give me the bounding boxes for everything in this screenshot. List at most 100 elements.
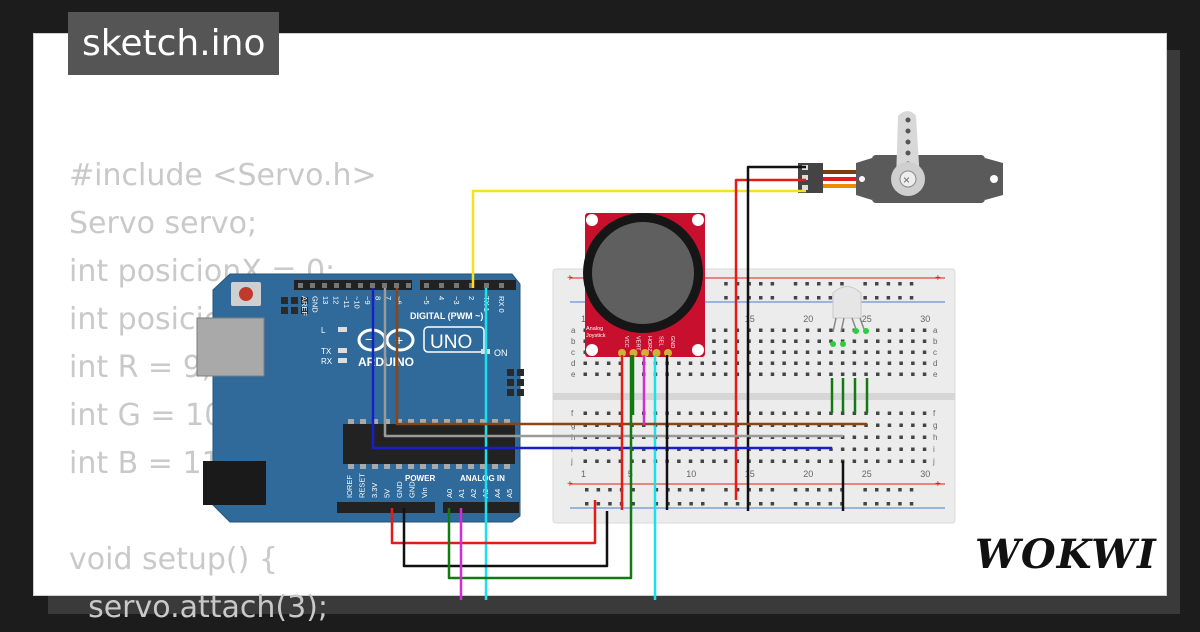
breadboard-hole (876, 423, 880, 427)
breadboard-hole (899, 339, 903, 343)
chip-pin (348, 419, 354, 424)
joystick-pin-label: HORZ (646, 336, 652, 352)
header-pin (382, 283, 387, 288)
chip-pin (456, 419, 462, 424)
wire-pin10 (383, 288, 843, 438)
chip-pin (408, 464, 414, 469)
rail-hole (585, 502, 589, 506)
led-dome (832, 286, 862, 319)
rail-hole (863, 282, 867, 286)
servo-motor: × (798, 111, 1003, 203)
breadboard-hole (606, 372, 611, 376)
rail-hole (898, 296, 902, 300)
row-letter: d (933, 359, 937, 368)
analog-pin-label: A5 (505, 489, 514, 498)
chip-pin (432, 464, 438, 469)
rail-hole (875, 488, 879, 492)
rail-hole (793, 502, 798, 506)
icsp2-pin (517, 389, 524, 396)
rail-hole (654, 502, 659, 506)
breadboard-hole (922, 350, 927, 354)
reset-button-cap (239, 287, 253, 301)
header-pin (484, 283, 489, 288)
breadboard-hole (712, 361, 716, 365)
rail-hole (770, 488, 775, 492)
top-pin-label: 7 (384, 296, 393, 300)
rail-hole (735, 296, 740, 300)
breadboard-hole (770, 411, 775, 415)
analog-pin-label: A4 (493, 489, 502, 498)
breadboard-hole (735, 328, 740, 332)
breadboard-hole (911, 459, 915, 463)
analog-header (443, 502, 519, 513)
header-pin (454, 283, 459, 288)
breadboard-hole (782, 361, 786, 365)
rail-hole (724, 282, 728, 286)
joystick-pin-label: VCC (623, 336, 629, 348)
breadboard-hole (840, 447, 845, 451)
analog-label: ANALOG IN (460, 474, 505, 483)
analog-pin-label: A1 (457, 489, 466, 498)
breadboard-hole (735, 411, 740, 415)
breadboard-hole (876, 447, 880, 451)
rail-plus-label: + (935, 273, 941, 284)
power-header (337, 502, 435, 513)
digital-header-right (420, 280, 516, 290)
breadboard-hole (770, 328, 775, 332)
top-pin-label: 13 (321, 296, 330, 304)
breadboard-hole (794, 459, 798, 463)
joystick-label: Joystick (586, 333, 606, 339)
icsp2-pin (517, 369, 524, 376)
breadboard-hole (759, 328, 763, 332)
breadboard-hole (852, 435, 857, 439)
wire-servo-ground (746, 165, 806, 511)
row-letter: i (571, 445, 573, 454)
row-letter: a (933, 326, 938, 335)
breadboard-hole (876, 411, 880, 415)
breadboard-hole (794, 361, 798, 365)
sketch-title-badge[interactable]: sketch.ino (68, 12, 280, 75)
breadboard-hole (899, 372, 903, 376)
breadboard-hole (595, 361, 599, 365)
wokwi-logo[interactable]: WOKWI (975, 528, 1156, 580)
led-pin-highlight (830, 341, 836, 347)
breadboard-center-channel (553, 393, 955, 400)
breadboard-hole (782, 350, 786, 354)
header-pin (346, 283, 351, 288)
breadboard-hole (723, 459, 728, 463)
breadboard-hole (700, 361, 704, 365)
row-letter: d (571, 359, 575, 368)
wire-5v-rail (390, 500, 597, 545)
rail-hole (817, 282, 821, 286)
chip-pin (504, 419, 510, 424)
breadboard-hole (770, 350, 775, 354)
led-leg (832, 317, 837, 333)
breadboard-hole (606, 411, 611, 415)
breadboard-hole (922, 328, 927, 332)
breadboard-hole (735, 339, 740, 343)
atmega-chip (343, 424, 515, 464)
power-pin-label: 3.3V (370, 483, 379, 498)
row-letter: f (933, 409, 936, 418)
chip-pin (468, 464, 474, 469)
rail-hole (793, 296, 798, 300)
rail-hole (677, 488, 682, 492)
rail-hole (759, 488, 763, 492)
row-letter: e (571, 370, 576, 379)
header-pin (370, 283, 375, 288)
chip-pin (384, 464, 390, 469)
breadboard-hole (852, 350, 857, 354)
top-pin-label: 8 (374, 296, 383, 300)
breadboard-hole (735, 350, 740, 354)
breadboard-hole (770, 339, 775, 343)
breadboard-hole (887, 411, 892, 415)
led-label: TX (321, 347, 332, 356)
rail-hole (759, 502, 763, 506)
breadboard-hole (887, 350, 892, 354)
rail-hole (689, 488, 693, 492)
chip-pin (420, 464, 426, 469)
breadboard-hole (606, 459, 611, 463)
icsp2-pin (507, 369, 514, 376)
top-pin-label: ~11 (342, 296, 351, 308)
